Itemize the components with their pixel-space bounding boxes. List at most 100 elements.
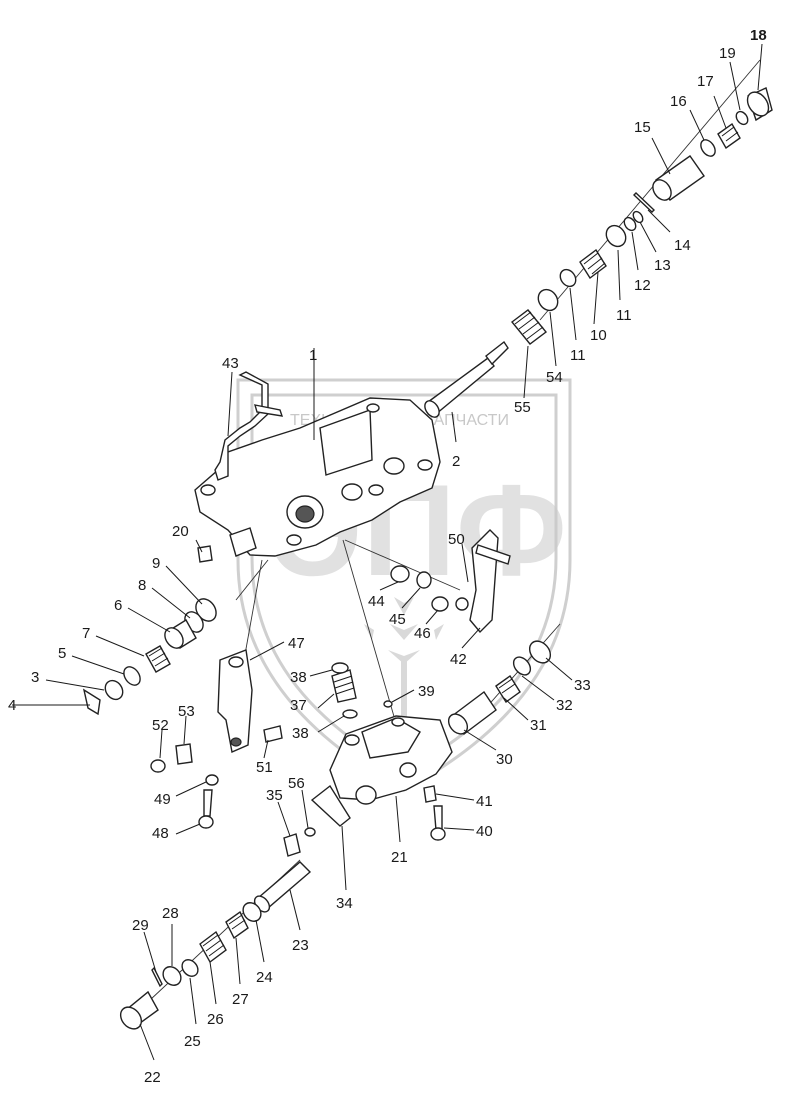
callout-23: 23 xyxy=(292,937,309,954)
callout-41: 41 xyxy=(476,793,493,810)
ring-49 xyxy=(205,774,219,786)
sleeve-44 xyxy=(390,565,410,583)
stud-bolt xyxy=(254,404,284,417)
washer-54 xyxy=(537,288,559,312)
callout-15: 15 xyxy=(634,119,651,136)
ring-5 xyxy=(123,666,141,686)
screw-35 xyxy=(283,833,301,857)
sleeve-30 xyxy=(447,690,497,736)
valve-body-21 xyxy=(329,715,453,805)
callout-27: 27 xyxy=(232,991,249,1008)
ring-25 xyxy=(181,959,199,977)
ring-38b xyxy=(342,709,358,719)
callout-38a: 38 xyxy=(290,669,307,686)
cap-22 xyxy=(119,990,159,1030)
ring-56 xyxy=(304,827,316,837)
callout-25: 25 xyxy=(184,1033,201,1050)
callout-43: 43 xyxy=(222,355,239,372)
bolt-50 xyxy=(475,544,511,565)
callout-30: 30 xyxy=(496,751,513,768)
callout-46: 46 xyxy=(414,625,431,642)
callout-32: 32 xyxy=(556,697,573,714)
ring-12 xyxy=(623,216,637,232)
plate-34 xyxy=(310,784,351,827)
callout-55: 55 xyxy=(514,399,531,416)
watermark-text-right: ЗАПЧАСТИ xyxy=(424,412,509,429)
callout-12: 12 xyxy=(634,277,651,294)
pin-4 xyxy=(82,688,101,716)
assembly-axes xyxy=(149,59,761,1001)
callout-56: 56 xyxy=(288,775,305,792)
bolt-48 xyxy=(198,789,214,829)
callout-3: 3 xyxy=(31,669,39,686)
callout-35: 35 xyxy=(266,787,283,804)
spring-37 xyxy=(331,669,357,703)
sleeve-6 xyxy=(164,619,197,649)
callout-26: 26 xyxy=(207,1011,224,1028)
cap-33 xyxy=(528,640,552,664)
callout-54: 54 xyxy=(546,369,563,386)
callout-22: 22 xyxy=(144,1069,161,1086)
callout-40: 40 xyxy=(476,823,493,840)
bushing-46b xyxy=(455,597,469,611)
ring-24 xyxy=(242,902,262,922)
callout-16: 16 xyxy=(670,93,687,110)
lever-arm-47 xyxy=(217,649,253,753)
spring-27 xyxy=(225,910,249,940)
callout-33: 33 xyxy=(574,677,591,694)
callout-31: 31 xyxy=(530,717,547,734)
callout-14: 14 xyxy=(674,237,691,254)
nut-52 xyxy=(150,759,166,773)
ring-13 xyxy=(632,210,644,224)
callout-11b: 11 xyxy=(616,307,632,324)
callout-34: 34 xyxy=(336,895,353,912)
callout-28: 28 xyxy=(162,905,179,922)
callout-17: 17 xyxy=(697,73,714,90)
control-spool xyxy=(424,340,509,418)
callout-37: 37 xyxy=(290,697,307,714)
callout-52: 52 xyxy=(152,717,169,734)
lower-spool-23 xyxy=(253,861,312,913)
callout-44: 44 xyxy=(368,593,385,610)
callout-18: 18 xyxy=(750,27,767,44)
callout-47: 47 xyxy=(288,635,305,652)
spring-17 xyxy=(717,122,741,150)
ring-32 xyxy=(512,656,532,676)
ring-45 xyxy=(416,571,432,589)
callout-2: 2 xyxy=(452,453,460,470)
bolt-41 xyxy=(423,785,437,803)
callout-20: 20 xyxy=(172,523,189,540)
callout-51: 51 xyxy=(256,759,273,776)
callout-21: 21 xyxy=(391,849,408,866)
sleeve-15 xyxy=(652,155,705,201)
ring-11a xyxy=(559,268,577,288)
plate-53 xyxy=(175,743,193,765)
nut-28 xyxy=(162,966,182,986)
spring-55 xyxy=(510,309,548,345)
callout-6: 6 xyxy=(114,597,122,614)
callout-1: 1 xyxy=(309,347,317,364)
callout-42: 42 xyxy=(450,651,467,668)
callout-48: 48 xyxy=(152,825,169,842)
screw-51 xyxy=(263,725,283,743)
callout-9: 9 xyxy=(152,555,160,572)
callout-11a: 11 xyxy=(570,347,586,364)
ring-11b xyxy=(605,224,627,248)
callout-53: 53 xyxy=(178,703,195,720)
ring-16 xyxy=(700,139,716,157)
callout-13: 13 xyxy=(654,257,671,274)
callout-labels: 1 2 3 4 5 6 7 8 9 10 11 11 12 13 14 15 1… xyxy=(8,27,767,1086)
nut-3 xyxy=(104,679,124,701)
callout-19: 19 xyxy=(719,45,736,62)
bolt-40 xyxy=(430,805,446,841)
callout-7: 7 xyxy=(82,625,90,642)
valve-housing xyxy=(194,397,441,557)
spring-26 xyxy=(199,930,227,964)
callout-50: 50 xyxy=(448,531,465,548)
callout-10: 10 xyxy=(590,327,607,344)
pin-14 xyxy=(632,192,656,213)
callout-8: 8 xyxy=(138,577,146,594)
gasket-plate xyxy=(214,371,269,481)
callout-49: 49 xyxy=(154,791,171,808)
